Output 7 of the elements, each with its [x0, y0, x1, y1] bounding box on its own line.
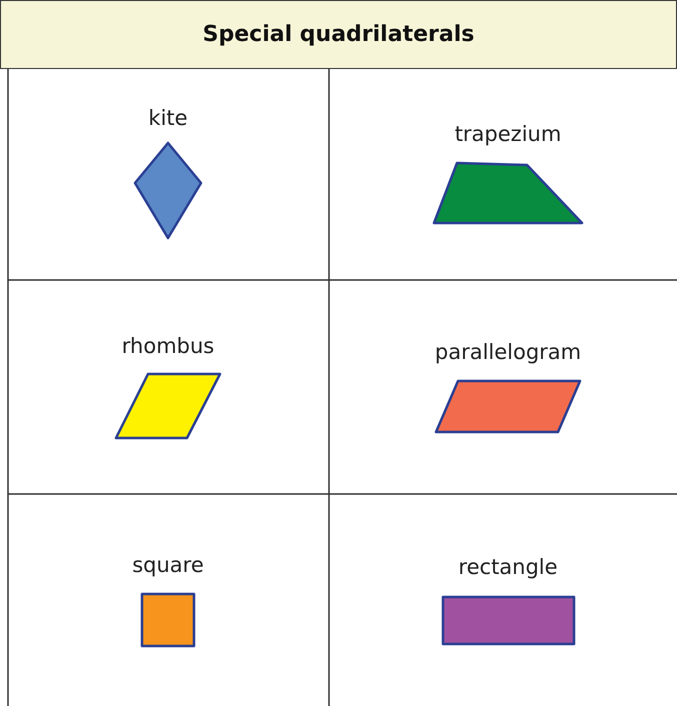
shape-name: rhombus [122, 334, 214, 358]
shape-name: square [132, 553, 204, 577]
shape-name: rectangle [458, 555, 558, 579]
shape-name: trapezium [454, 122, 562, 146]
shape-name: parallelogram [434, 340, 582, 364]
shape-name: kite [148, 106, 188, 130]
table-title: Special quadrilaterals [202, 22, 474, 47]
